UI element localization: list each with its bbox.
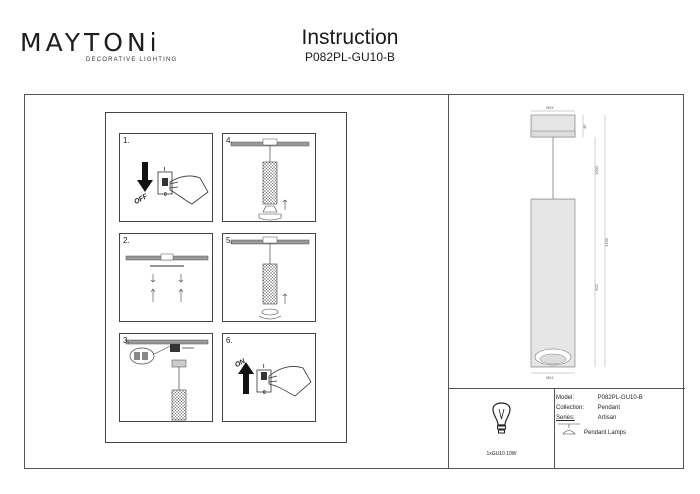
model-value: P082PL-GU10-B: [597, 395, 643, 401]
lamp-type: Pendant Lamps: [584, 430, 627, 436]
technical-drawing: Ø54 Ø54 46 1000 300 1336: [449, 95, 685, 388]
switch-off-illustration: [137, 162, 209, 205]
step-3-panel: 3.: [119, 333, 213, 422]
body-height-label: 300: [594, 284, 599, 291]
installation-steps: 1. I 0 OFF 4.: [105, 112, 347, 443]
bottom-diameter-label: Ø54: [546, 375, 554, 380]
pendant-dimension-drawing: Ø54 Ø54 46 1000 300 1336: [530, 105, 609, 380]
info-collection-row: Collection: Pendant: [556, 403, 684, 413]
step-2-number: 2.: [123, 236, 130, 245]
bulb-spec-box: 1xGU10 10W: [449, 389, 554, 469]
document-model: P082PL-GU10-B: [304, 50, 396, 65]
model-label: Model:: [556, 395, 575, 401]
lamp-secure-illustration: [230, 236, 310, 320]
mounting-plate-illustration: [125, 253, 209, 302]
step-5-panel: 5.: [222, 233, 316, 322]
collection-value: Pendant: [597, 405, 621, 411]
switch-i-label: I: [164, 167, 166, 173]
step-4-number: 4.: [226, 136, 233, 145]
step-4-panel: 4.: [222, 133, 316, 222]
cable-length-label: 1000: [594, 165, 599, 175]
switch-on-illustration: [238, 362, 312, 397]
document-title-block: Instruction P082PL-GU10-B: [250, 26, 450, 65]
brand-tagline: DECORATIVE LIGHTING: [86, 57, 178, 63]
lamp-spec: 1xGU10 10W: [486, 451, 517, 457]
canopy-height-label: 46: [582, 124, 587, 129]
bulb-icon: [492, 402, 511, 434]
switch-i-label: I: [263, 364, 265, 370]
info-divider-vertical: [554, 389, 555, 469]
wiring-illustration: [125, 339, 209, 421]
brand-name: MAYTONi: [20, 28, 161, 57]
switch-o-label: 0: [263, 390, 266, 396]
step-2-panel: 2.: [119, 233, 213, 322]
series-value: Artisan: [597, 415, 617, 421]
total-height-label: 1336: [604, 237, 609, 247]
series-label: Series:: [556, 415, 575, 421]
sheet-divider-vertical: [448, 95, 449, 468]
sheet-divider-horizontal: [449, 388, 685, 389]
step-5-number: 5.: [226, 236, 233, 245]
instruction-sheet: 1. I 0 OFF 4.: [24, 94, 685, 469]
step-1-panel: 1. I 0 OFF: [119, 133, 213, 222]
bulb-insert-illustration: [230, 138, 310, 221]
info-model-row: Model: P082PL-GU10-B: [556, 393, 684, 403]
product-info: Model: P082PL-GU10-B Collection: Pendant…: [556, 393, 684, 436]
step-6-panel: 6. I 0 ON: [222, 333, 316, 422]
step-1-number: 1.: [123, 136, 130, 145]
brand-logo: MAYTONi DECORATIVE LIGHTING: [20, 30, 180, 63]
top-diameter-label: Ø54: [546, 105, 554, 110]
info-series-row: Series: Artisan: [556, 413, 684, 423]
step-6-number: 6.: [226, 336, 233, 345]
switch-o-label: 0: [164, 192, 167, 198]
collection-label: Collection:: [556, 405, 585, 411]
pendant-lamp-icon: [558, 423, 580, 435]
document-title: Instruction: [301, 26, 399, 49]
step-3-number: 3.: [123, 336, 130, 345]
